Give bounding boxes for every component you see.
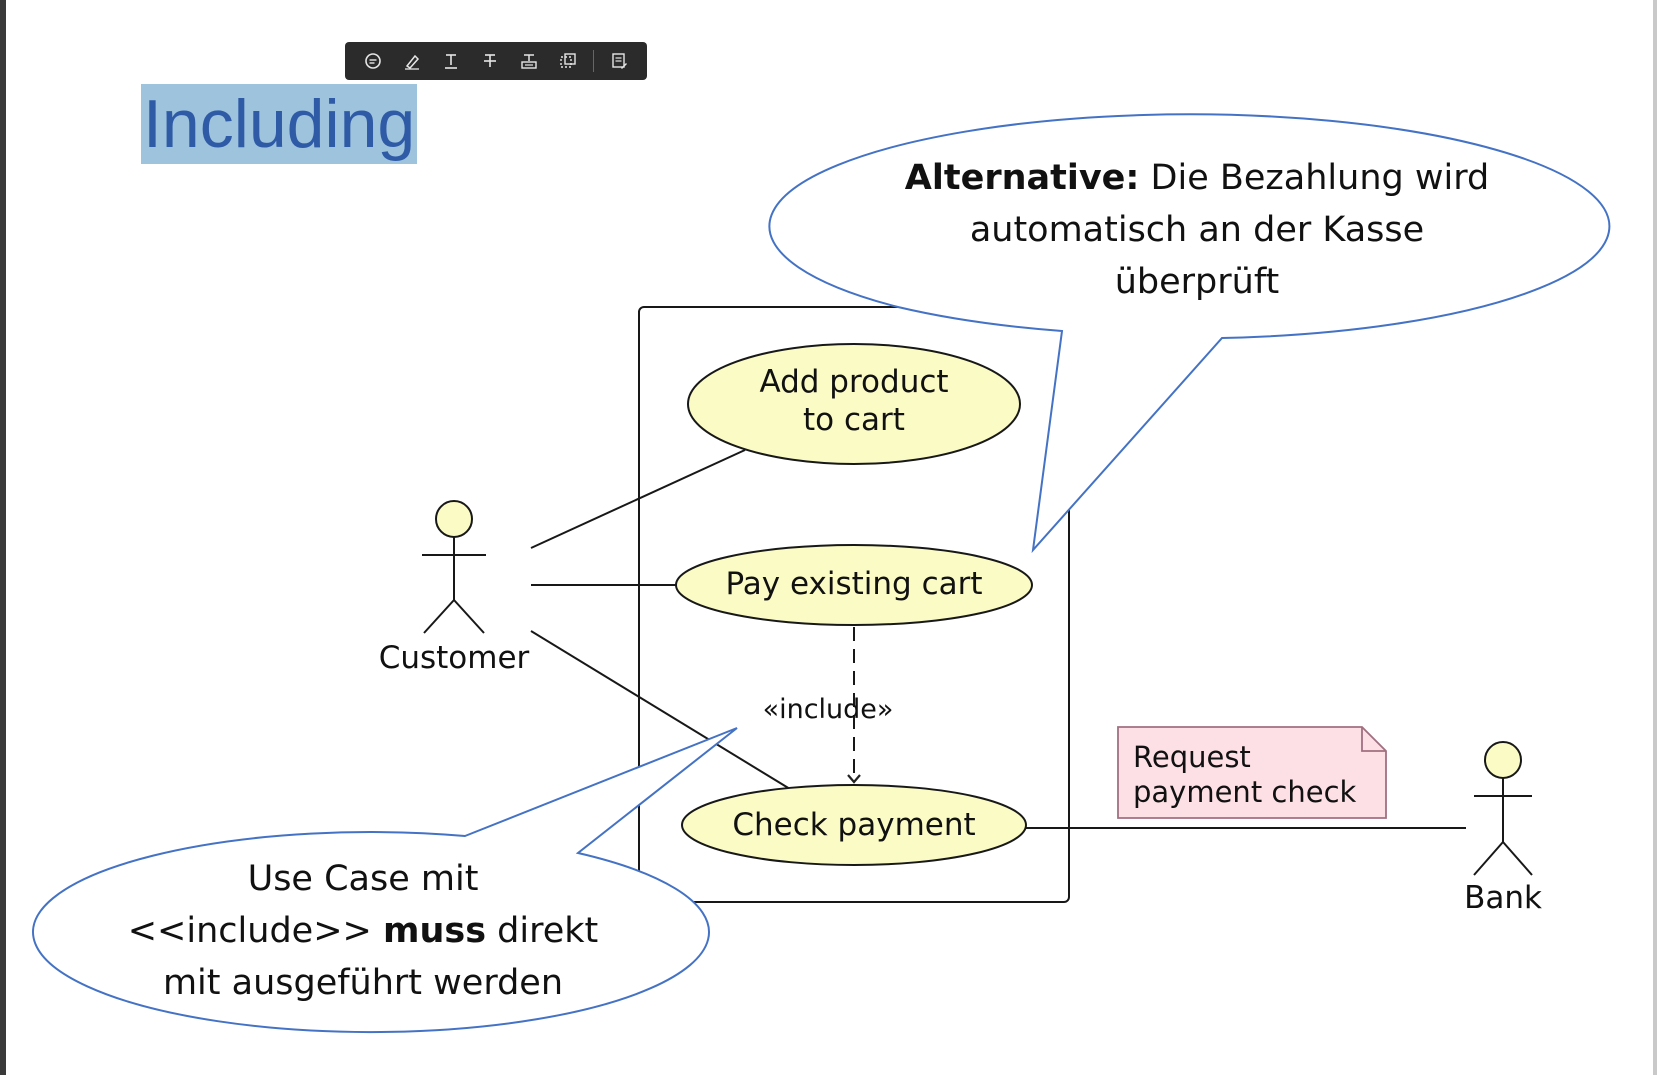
comment-icon [364, 53, 381, 69]
window-scrollbar[interactable] [1653, 0, 1657, 1075]
notes-icon [612, 53, 628, 69]
callout-alternative[interactable]: Alternative: Die Bezahlung wird automati… [768, 113, 1611, 554]
note-line2: payment check [1133, 775, 1357, 809]
include-stereotype-label: «include» [763, 694, 894, 725]
underline-text-button[interactable] [431, 42, 470, 80]
use-case-check-payment[interactable]: Check payment [681, 784, 1027, 866]
actor-bank[interactable]: Bank [1464, 741, 1542, 916]
text-box-button[interactable] [509, 42, 548, 80]
underline-text-icon [444, 54, 457, 69]
callout-alternative-line3: überprüft [1115, 262, 1280, 302]
toolbar-separator [593, 50, 594, 72]
comment-button[interactable] [353, 42, 392, 80]
use-case-add-product[interactable]: Add product to cart [687, 343, 1021, 465]
actor-customer[interactable]: Customer [379, 500, 530, 676]
slide-title[interactable]: Including [141, 84, 418, 164]
note-request-payment-check[interactable]: Request payment check [1117, 726, 1387, 819]
use-case-add-product-line1: Add product [759, 364, 948, 400]
callout-include-line3: mit ausgeführt werden [163, 963, 563, 1003]
callout-alternative-line1: Alternative: Die Bezahlung wird [905, 158, 1489, 198]
select-area-button[interactable] [548, 42, 587, 80]
use-case-check-payment-label: Check payment [732, 807, 975, 843]
callout-include-explanation[interactable]: Use Case mit <<include>> muss direkt mit… [32, 727, 738, 1034]
actor-customer-label: Customer [379, 640, 530, 676]
callout-include-line2: <<include>> muss direkt [128, 911, 599, 951]
highlight-pen-button[interactable] [392, 42, 431, 80]
association-customer-add-product [530, 449, 746, 549]
strikethrough-text-button[interactable] [470, 42, 509, 80]
use-case-pay-existing-cart[interactable]: Pay existing cart [675, 544, 1033, 626]
use-case-add-product-line2: to cart [803, 402, 905, 438]
notes-button[interactable] [600, 42, 639, 80]
association-customer-check-payment [530, 630, 791, 790]
callout-alternative-line2: automatisch an der Kasse [970, 210, 1424, 250]
annotation-toolbar [345, 42, 647, 80]
note-line1: Request [1133, 740, 1251, 774]
actor-bank-label: Bank [1464, 880, 1542, 916]
text-box-icon [520, 54, 537, 69]
strikethrough-text-icon [483, 54, 496, 67]
select-area-icon [559, 53, 576, 68]
callout-include-line1: Use Case mit [248, 859, 479, 899]
highlight-pen-icon [404, 54, 419, 70]
use-case-pay-cart-label: Pay existing cart [725, 566, 982, 602]
window-left-edge [0, 0, 6, 1075]
